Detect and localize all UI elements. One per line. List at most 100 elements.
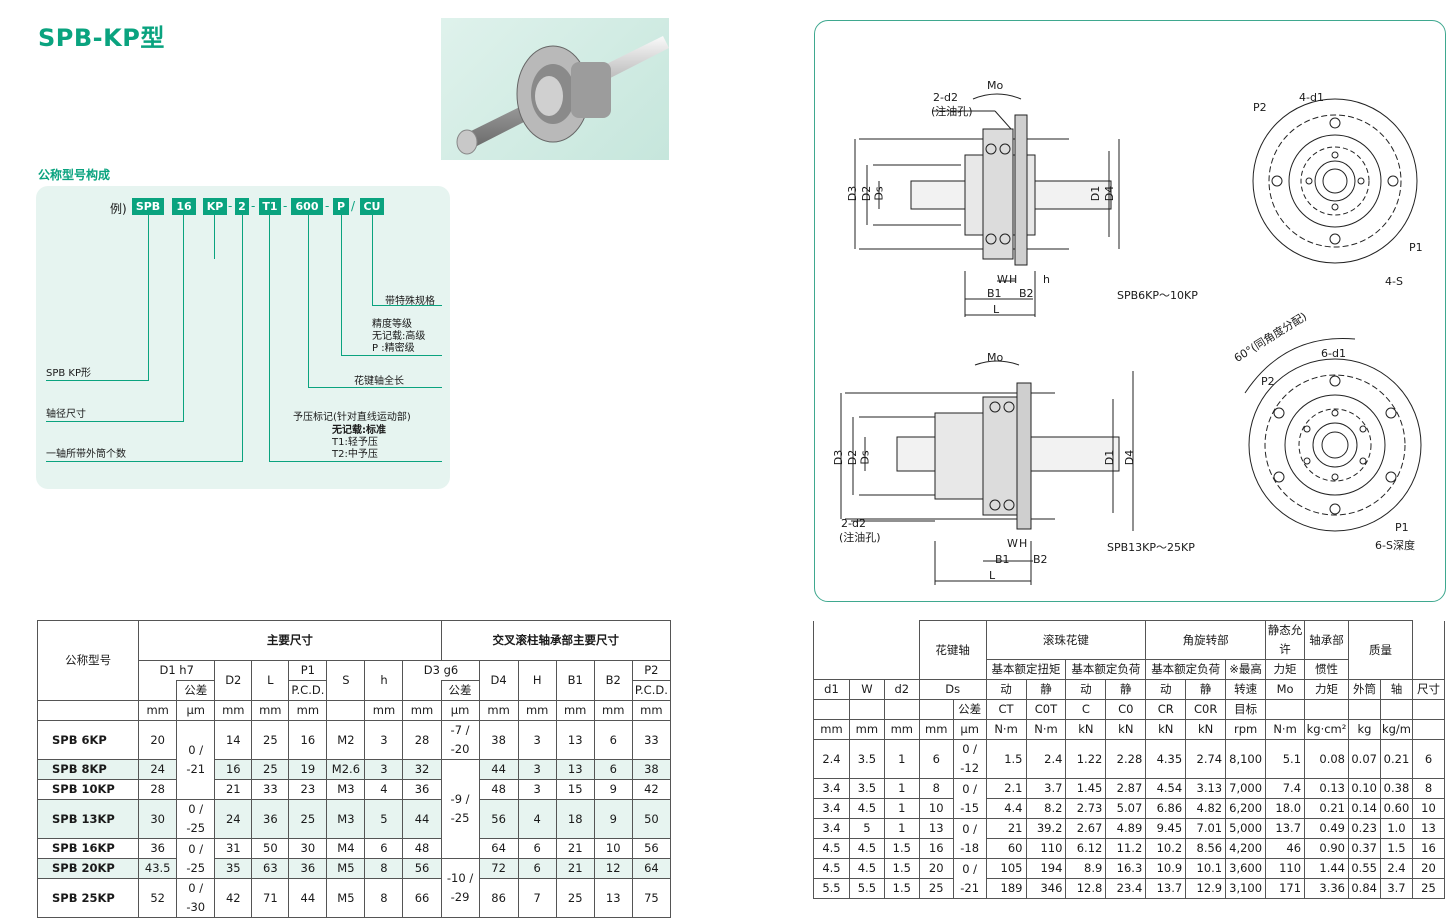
cell: 4,200 — [1225, 838, 1267, 859]
code-chip-16: 16 — [172, 198, 196, 215]
th-main-dims: 主要尺寸 — [138, 620, 442, 661]
cell: 60 — [985, 838, 1027, 859]
cell: 3.7 — [1025, 778, 1067, 799]
code-chip-t1: T1 — [259, 198, 281, 215]
code-chip-p: P — [333, 198, 349, 215]
cell: 2.87 — [1105, 778, 1147, 799]
cell: 33 — [631, 720, 672, 760]
cell: 16 — [1411, 838, 1446, 859]
tolerance-cell: 0 / -21 — [176, 720, 216, 800]
cell: 0.21 — [1304, 798, 1349, 819]
unit: mm — [251, 700, 290, 721]
label-length: 花键轴全长 — [354, 376, 404, 387]
th-sym: 目标 — [1225, 699, 1267, 720]
cell: 20 — [918, 858, 954, 879]
cell: 18.0 — [1265, 798, 1306, 819]
unit: mm — [214, 700, 253, 721]
cell: 86 — [478, 878, 519, 918]
cell: 48 — [402, 838, 442, 859]
cell: 6 — [364, 838, 404, 859]
label-D2-2: D2 — [846, 449, 860, 466]
cell: 3.5 — [848, 778, 885, 799]
cell: 6 — [918, 739, 954, 779]
cell: 5.5 — [813, 878, 850, 899]
th-col: Mo — [1265, 679, 1306, 700]
th-mass: 质量 — [1347, 620, 1413, 680]
cell: 5 — [364, 799, 404, 839]
cell: 18 — [555, 799, 595, 839]
cell: 1.5 — [883, 858, 920, 879]
cell: 6 — [593, 759, 633, 780]
th-col: 静 — [1105, 679, 1147, 700]
cell: 2.73 — [1065, 798, 1107, 819]
cell: 12 — [593, 858, 633, 879]
cell: 13.7 — [1265, 818, 1306, 839]
cell: 36 — [138, 838, 178, 859]
cell: 4.5 — [848, 838, 885, 859]
cell: 20 — [138, 720, 178, 760]
example-prefix: 例) — [110, 202, 127, 216]
cell: 4.54 — [1145, 778, 1187, 799]
unit: mm — [593, 700, 633, 721]
dimension-drawing-panel: Mo 2-d2 (注油孔) D3 D2 Ds D1 D4 W H h B1 B2… — [814, 20, 1446, 602]
unit: rpm — [1225, 719, 1267, 740]
cell: 13 — [593, 878, 633, 918]
cell: 10 — [918, 798, 954, 819]
model-cell: SPB 13KP — [36, 799, 140, 839]
th-sym: C — [1065, 699, 1107, 720]
label-H-2: H — [1019, 537, 1028, 550]
cell: 1 — [883, 818, 920, 839]
cell: 7.4 — [1265, 778, 1306, 799]
tolerance-cell: 0 / -25 — [176, 799, 216, 839]
label-preload-3: T2:中予压 — [332, 449, 378, 460]
cell: 71 — [251, 878, 290, 918]
cell: 20 — [1411, 858, 1446, 879]
cell: 3.4 — [813, 798, 850, 819]
cell: 48 — [478, 779, 519, 800]
cell: 3.7 — [1379, 878, 1413, 899]
label-D1-2: D1 — [1103, 449, 1117, 466]
unit: mm — [555, 700, 595, 721]
th-mo1: 静态允许 — [1265, 620, 1306, 660]
cell: 7.01 — [1185, 818, 1227, 839]
leader-line — [214, 215, 215, 259]
label-6S: 6-S深度 — [1375, 539, 1415, 552]
label-diameter: 轴径尺寸 — [46, 409, 86, 420]
th-s: S — [326, 660, 366, 701]
leader-line — [242, 215, 243, 461]
cell: 5 — [848, 818, 885, 839]
section-subtitle: 公称型号构成 — [38, 168, 111, 182]
unit: mm — [813, 719, 850, 740]
label-preload-1: 无记载:标准 — [332, 425, 386, 436]
leader-line — [269, 461, 442, 462]
th-col: 力矩 — [1304, 679, 1349, 700]
unit: kg/m — [1379, 719, 1413, 740]
cell: 1 — [883, 739, 920, 779]
unit: μm — [952, 719, 987, 740]
label-mo: Mo — [987, 79, 1004, 92]
th-col: 动 — [985, 679, 1027, 700]
cell: 1.45 — [1065, 778, 1107, 799]
cell: 0.38 — [1379, 778, 1413, 799]
th-col: Ds — [918, 679, 987, 700]
cell: 0.60 — [1379, 798, 1413, 819]
cell: 2.4 — [1025, 739, 1067, 779]
code-sep: - — [251, 199, 256, 213]
th-col: 转速 — [1225, 679, 1267, 700]
th-l: L — [251, 660, 290, 701]
th-tol2: 公差 — [440, 680, 480, 701]
cell: 4.89 — [1105, 818, 1147, 839]
cell: 3.13 — [1185, 778, 1227, 799]
th-max: ※最高 — [1225, 659, 1267, 680]
cell: 6 — [1411, 739, 1446, 779]
cell: 4 — [364, 779, 404, 800]
cell: 5.07 — [1105, 798, 1147, 819]
label-D3: D3 — [846, 185, 860, 202]
cell: 25 — [251, 720, 290, 760]
cell: M5 — [326, 858, 366, 879]
